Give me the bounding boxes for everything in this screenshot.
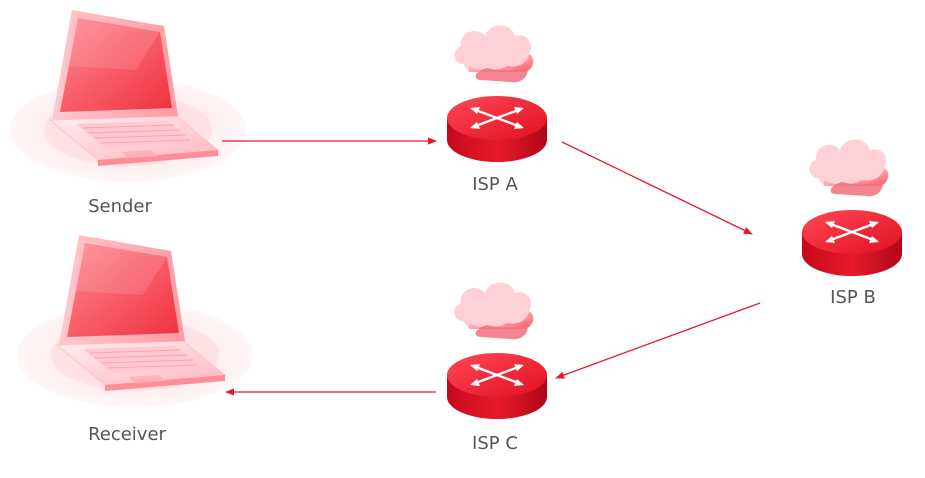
isp-b-label: ISP B [830,287,876,308]
sender-laptop-icon [9,9,247,183]
connectors [222,137,761,396]
isp-b-cloud-icon [809,139,889,197]
isp-a-cloud-icon [454,25,534,83]
isp-c-label: ISP C [472,433,518,454]
isp-c-router-icon [445,351,549,421]
isp-a-label: ISP A [472,174,518,195]
receiver-laptop-icon [16,234,254,408]
sender-label: Sender [88,196,152,217]
isp-c-cloud-icon [454,282,534,340]
receiver-label: Receiver [88,424,166,445]
isp-a-router-icon [445,94,549,164]
edge-isp-a-to-isp-b [561,141,753,235]
edge-isp-b-to-isp-c [555,302,761,379]
isp-b-router-icon [800,208,904,278]
